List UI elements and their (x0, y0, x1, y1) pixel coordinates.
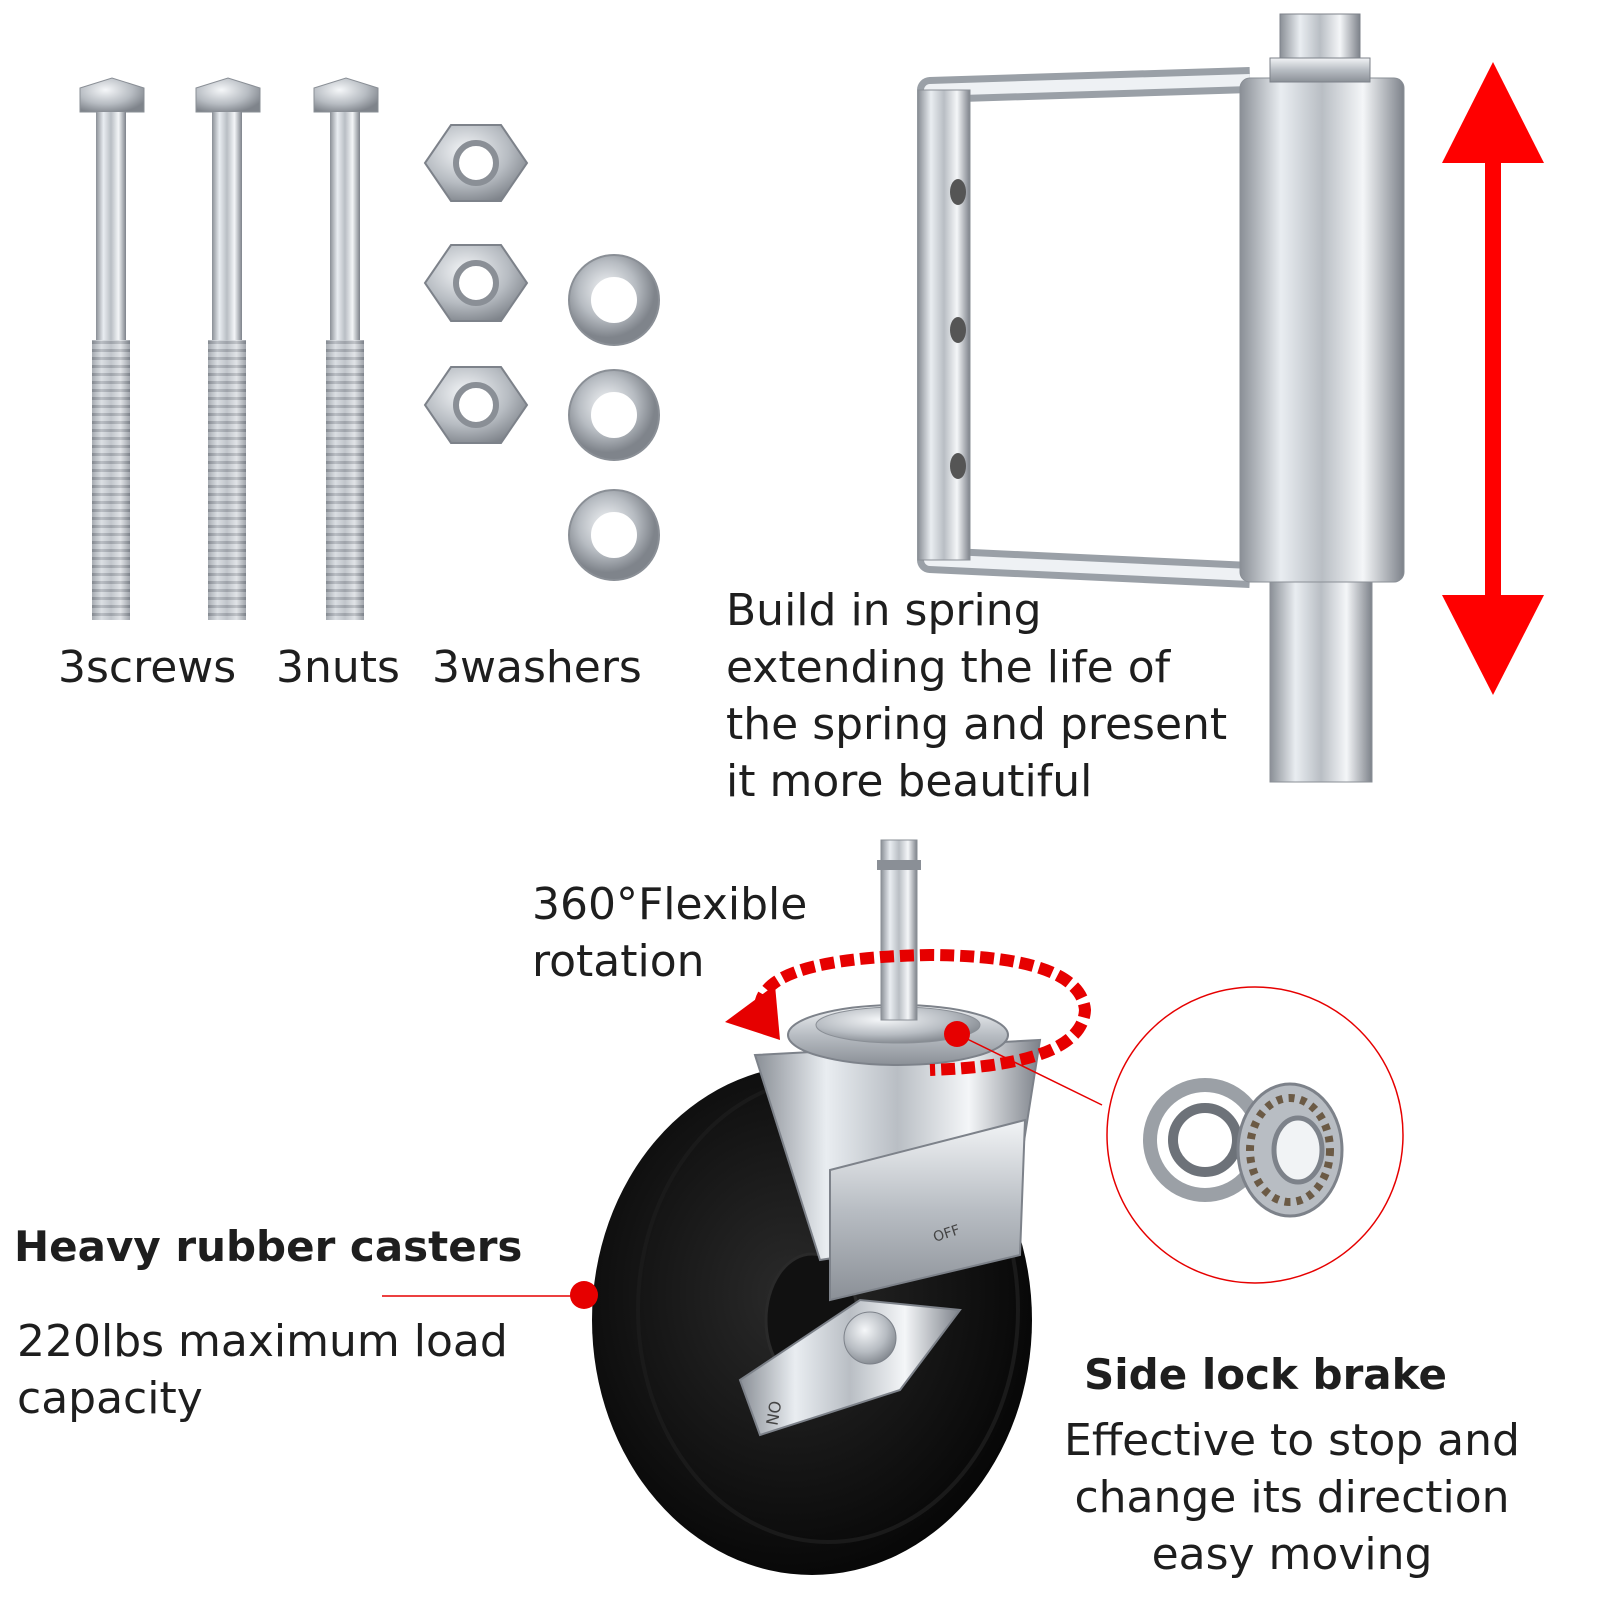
rubber-pointer-dot (570, 1281, 598, 1309)
brake-heading: Side lock brake (1084, 1350, 1447, 1399)
washer-icon (568, 369, 660, 461)
screw-icon (79, 77, 145, 620)
nut-icon (423, 366, 529, 444)
brake-description: Effective to stop and change its directi… (1064, 1415, 1520, 1580)
rubber-description: 220lbs maximum load capacity (17, 1316, 508, 1424)
screws-label: 3screws (58, 642, 237, 693)
brake-off-mark: OFF (931, 1222, 962, 1246)
hinge-description: Build in spring extending the life of th… (726, 585, 1228, 807)
rotation-description: 360°Flexible rotation (532, 879, 808, 987)
nut-icon (423, 124, 529, 202)
caster-wheel-icon (592, 839, 1042, 1575)
washers-label: 3washers (432, 642, 642, 693)
screw-icon (313, 77, 379, 620)
washer-icon (568, 254, 660, 346)
nut-icon (423, 244, 529, 322)
bearing-leader-line (956, 1033, 1103, 1106)
brake-on-mark: ON (762, 1399, 785, 1426)
bearing-detail-icon (1106, 986, 1404, 1284)
rotation-arrow-icon (725, 948, 1092, 1076)
double-arrow-icon (1442, 62, 1544, 695)
rubber-heading: Heavy rubber casters (14, 1222, 523, 1271)
spring-hinge-icon (917, 13, 1405, 783)
screw-icon (195, 77, 261, 620)
washer-icon (568, 489, 660, 581)
nuts-label: 3nuts (276, 642, 400, 693)
